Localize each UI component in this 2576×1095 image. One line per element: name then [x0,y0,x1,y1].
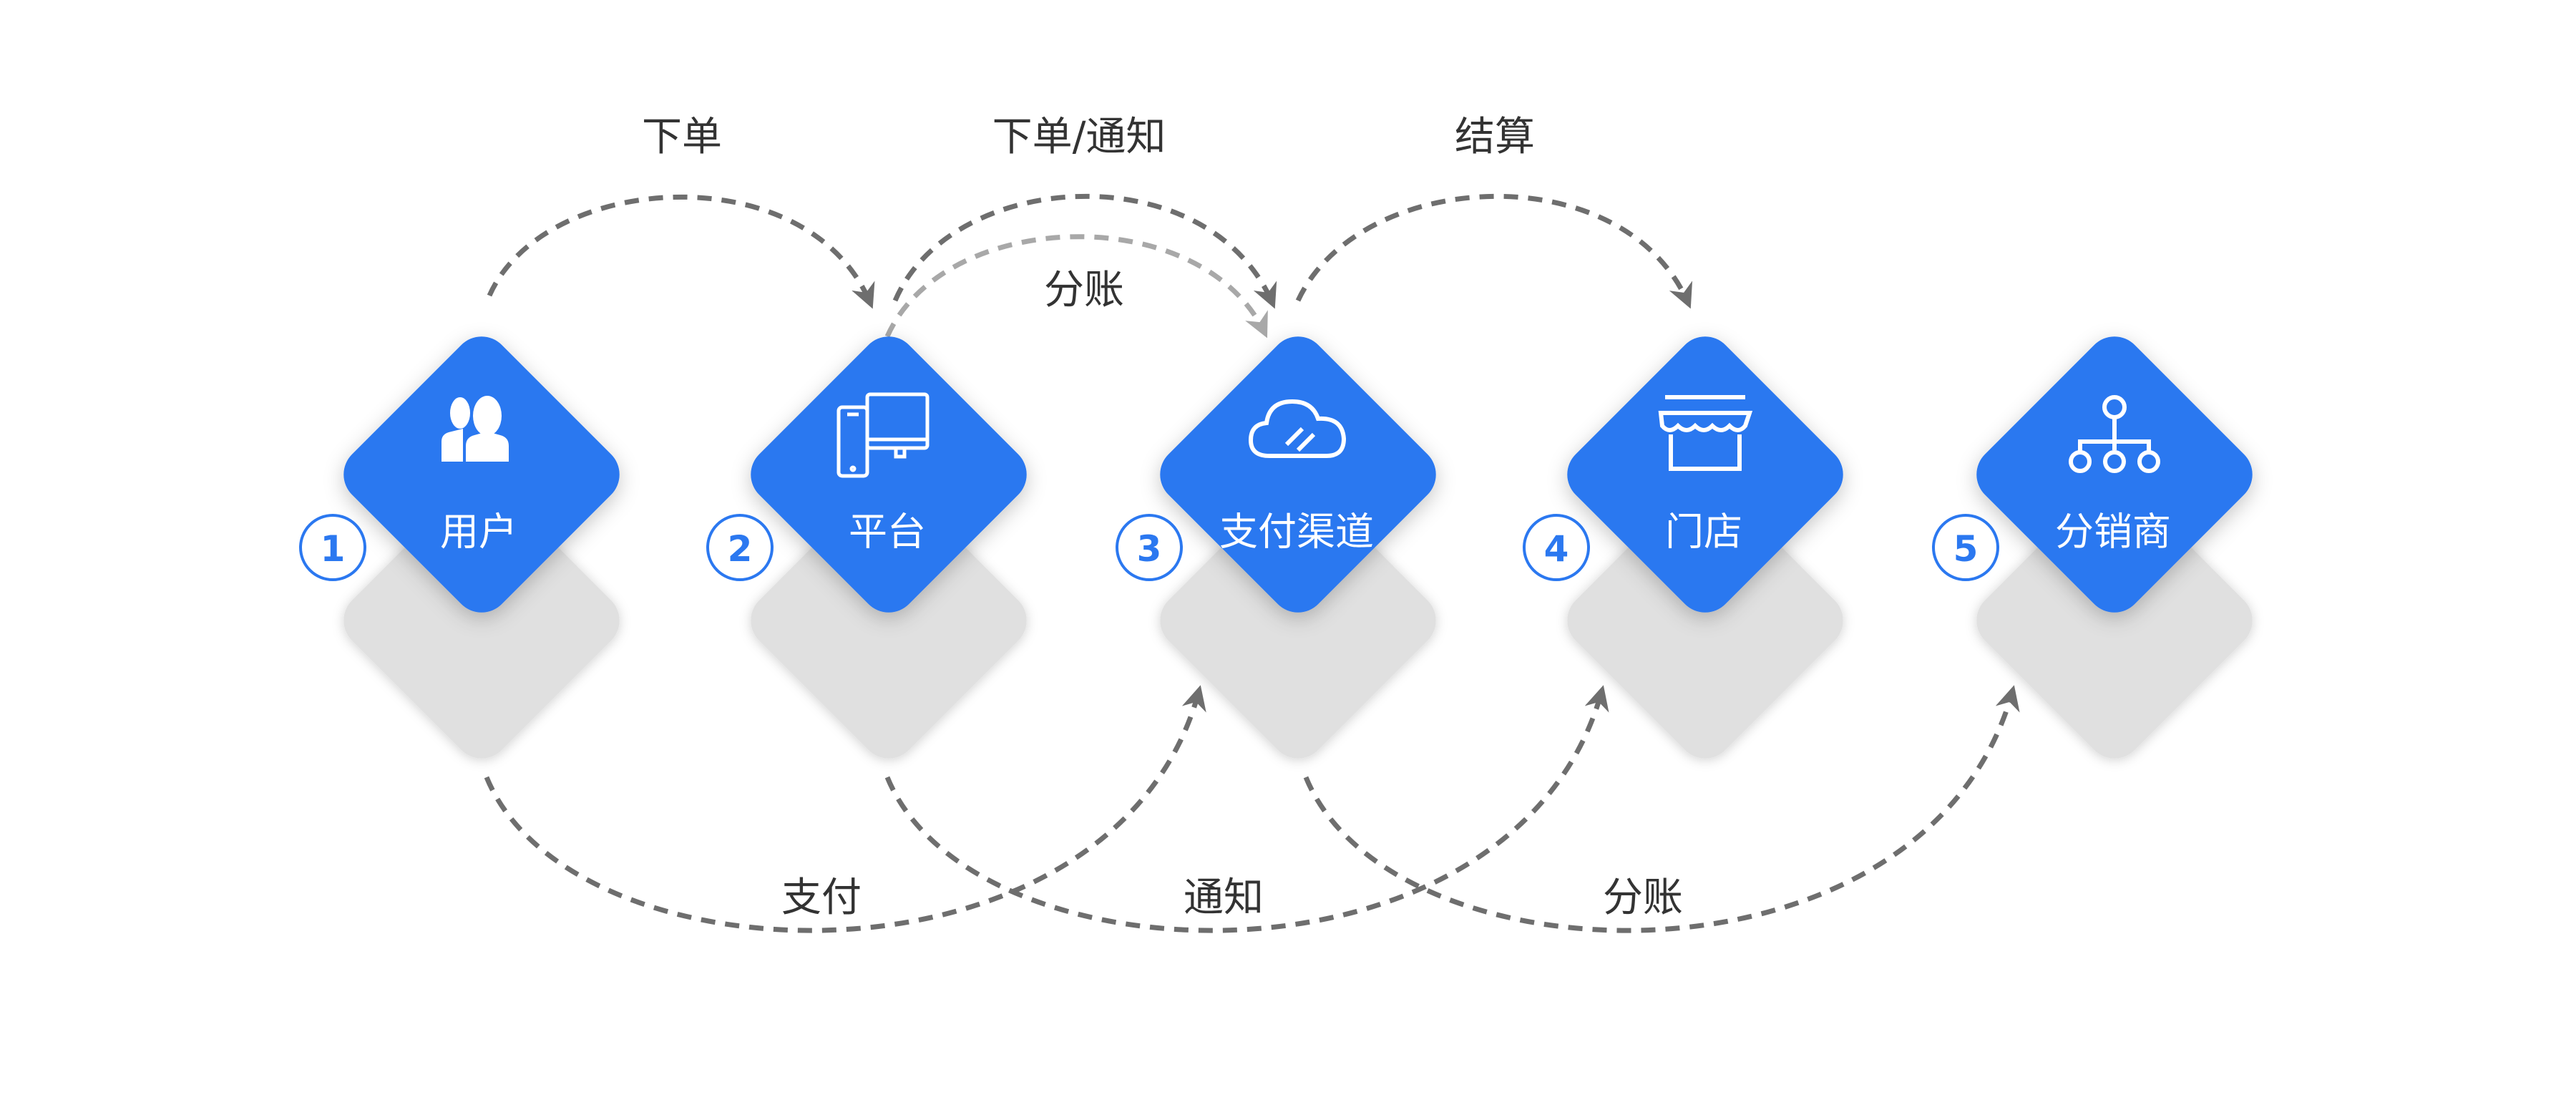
node-distributor: 分销商 5 [1932,324,2265,771]
step-badge [706,514,774,581]
step-badge [1523,514,1590,581]
store-icon [1658,395,1753,471]
flow-label-pay: 支付 [781,875,862,921]
arrow-settle [1295,193,1693,309]
node-label: 支付渠道 [1219,510,1374,555]
flow-label-notify: 通知 [1184,875,1264,921]
step-number: 4 [1544,528,1569,570]
arrow-order [487,194,875,309]
node-store: 门店 4 [1523,324,1855,771]
node-label: 门店 [1665,510,1742,555]
org-tree-icon [2069,395,2160,473]
flow-label-order-notify: 下单/通知 [992,114,1166,160]
arrow-pay [484,685,1206,933]
step-badge [299,514,366,581]
node-platform: 平台 2 [706,324,1039,771]
flow-label-split-top: 分账 [1044,267,1124,313]
arrow-order-notify [892,193,1277,309]
node-label: 用户 [440,510,517,555]
flow-label-split-bottom: 分账 [1603,875,1683,921]
arrow-split-bottom [1303,685,2020,933]
node-user: 用户 1 [299,324,632,771]
users-icon [441,396,509,462]
step-number: 2 [728,528,753,570]
flow-label-order: 下单 [642,114,722,160]
arrow-split-top [884,234,1268,339]
node-label: 分销商 [2055,510,2171,555]
cloud-link-icon [1248,399,1347,458]
step-badge [1116,514,1183,581]
node-label: 平台 [849,510,926,555]
devices-icon [836,392,930,478]
flow-label-settle: 结算 [1455,114,1535,160]
step-number: 1 [321,528,346,570]
step-badge [1932,514,1999,581]
node-payment-channel: 支付渠道 3 [1116,324,1448,771]
arrow-notify [884,685,1609,933]
step-number: 3 [1137,528,1162,570]
step-number: 5 [1953,528,1979,570]
